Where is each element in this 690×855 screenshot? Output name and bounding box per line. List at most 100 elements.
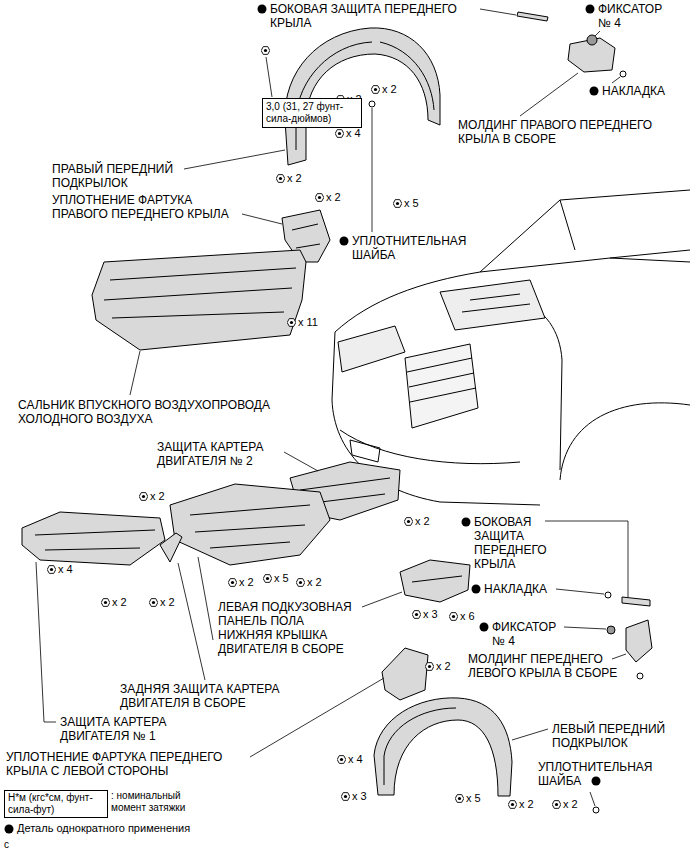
- seal-drawing: [104, 268, 296, 318]
- screw-symbol: [337, 756, 346, 764]
- screw-symbol: [449, 613, 458, 621]
- part-label: БОКОВАЯ ЗАЩИТА ПЕРЕДНЕГО КРЫЛА: [270, 2, 475, 30]
- seal-drawing: [382, 648, 428, 700]
- cover-drawing: [160, 533, 182, 562]
- single-use-dot: [586, 5, 595, 14]
- vehicle-outline: [332, 190, 690, 505]
- cover-drawing: [35, 530, 155, 550]
- screw-symbol: [371, 86, 380, 94]
- molding-drawing: [369, 101, 375, 107]
- vehicle-outline: [338, 326, 405, 372]
- leader-line: [612, 77, 620, 83]
- part-label: ПРАВЫЙ ПЕРЕДНИЙ ПОДКРЫЛОК: [52, 162, 192, 190]
- torque-spec-box: 3,0 (31, 27 фунт-сила-дюймов): [262, 98, 362, 128]
- quantity-label: x 2: [326, 191, 341, 204]
- torque-value: 3,0 (31, 27 фунт-сила-дюймов): [266, 101, 358, 125]
- fender-liner-drawing: [285, 28, 440, 165]
- part-label: МОЛДИНГ ПРАВОГО ПЕРЕДНЕГО КРЫЛА В СБОРЕ: [458, 118, 676, 146]
- cover-drawing: [170, 484, 330, 565]
- cover-drawing: [22, 512, 165, 565]
- leader-line: [198, 557, 213, 640]
- part-label: УПЛОТНИТЕЛЬНАЯ ШАЙБА: [538, 760, 668, 788]
- quantity-label: x 3: [352, 790, 367, 803]
- leader-line: [284, 452, 318, 471]
- molding-drawing: [369, 12, 626, 107]
- vehicle-outline: [335, 258, 690, 332]
- vehicle-outline: [440, 280, 545, 330]
- part-label: ЗАДНЯЯ ЗАЩИТА КАРТЕРА ДВИГАТЕЛЯ В СБОРЕ: [120, 682, 320, 710]
- leader-line: [564, 627, 606, 629]
- vehicle-outline: [340, 430, 520, 464]
- leader-line: [480, 9, 516, 15]
- part-label: УПЛОТНЕНИЕ ФАРТУКА ПЕРЕДНЕГО КРЫЛА С ЛЕВ…: [6, 750, 251, 778]
- leader-line: [130, 351, 140, 395]
- part-label: НИЖНЯЯ КРЫШКА ДВИГАТЕЛЯ В СБОРЕ: [218, 628, 368, 656]
- legend-entry: Деталь однократного применения: [4, 822, 190, 835]
- part-label: НАКЛАДКА: [602, 84, 665, 98]
- part-label: ЛЕВЫЙ ПЕРЕДНИЙ ПОДКРЫЛОК: [552, 722, 682, 750]
- seal-drawing: [292, 224, 320, 248]
- molding-drawing: [607, 626, 615, 634]
- part-label: НАКЛАДКА: [484, 582, 547, 596]
- quantity-label: x 5: [274, 572, 289, 585]
- legend-swatch: [4, 824, 14, 834]
- screw-symbol: [296, 579, 305, 587]
- molding-drawing: [622, 597, 650, 606]
- molding-drawing: [587, 35, 597, 45]
- leader-line: [545, 521, 628, 597]
- molding-drawing: [626, 620, 652, 662]
- screw-symbol: [101, 599, 110, 607]
- quantity-label: x 6: [460, 610, 475, 623]
- fender-liner-drawing: [374, 698, 599, 813]
- screw-symbol: [149, 599, 158, 607]
- screw-symbol: [425, 663, 434, 671]
- seal-drawing: [92, 250, 306, 350]
- torque-note: : номинальный момент затяжки: [108, 790, 211, 814]
- leader-line: [36, 562, 56, 722]
- leader-line: [362, 592, 402, 607]
- leader-line: [372, 108, 373, 232]
- part-label: УПЛОТНИТЕЛЬНАЯ ШАЙБА: [352, 234, 482, 262]
- vehicle-outline: [407, 358, 476, 402]
- leader-line: [520, 73, 578, 116]
- fender-liner-drawing: [593, 807, 599, 813]
- part-label: c: [4, 838, 9, 852]
- molding-drawing: [517, 12, 548, 21]
- quantity-label: x 2: [287, 172, 302, 185]
- vehicle-outline: [520, 300, 562, 470]
- part-label: ФИКСАТОР № 4: [492, 620, 568, 648]
- single-use-dot: [258, 5, 267, 14]
- molding-drawing: [605, 592, 611, 598]
- quantity-label: x 2: [519, 798, 534, 811]
- molding-drawing: [605, 592, 652, 679]
- leader-line: [595, 31, 600, 36]
- cover-drawing: [412, 576, 462, 582]
- quantity-label: x 2: [436, 660, 451, 673]
- quantity-label: x 11: [298, 316, 318, 329]
- screw-symbol: [228, 579, 237, 587]
- single-use-dot: [5, 824, 14, 833]
- part-label: ЗАЩИТА КАРТЕРА ДВИГАТЕЛЯ № 2: [157, 440, 282, 468]
- screw-symbol: [552, 801, 561, 809]
- part-label: САЛЬНИК ВПУСКНОГО ВОЗДУХОПРОВОДА ХОЛОДНО…: [18, 398, 308, 426]
- leader-line: [184, 150, 285, 169]
- single-use-dot: [592, 777, 601, 786]
- leader-line: [266, 57, 272, 97]
- quantity-label: x 2: [382, 83, 397, 96]
- seal-drawing: [92, 250, 306, 350]
- quantity-label: x 2: [112, 596, 127, 609]
- screw-symbol: [47, 566, 56, 574]
- cover-drawing: [190, 505, 310, 548]
- leader-line: [556, 589, 604, 594]
- leader-line: [178, 563, 205, 680]
- part-label: ФИКСАТОР № 4: [598, 2, 674, 30]
- screw-symbol: [508, 801, 517, 809]
- part-label: БОКОВАЯ ЗАЩИТА ПЕРЕДНЕГО КРЫЛА: [474, 515, 564, 571]
- leader-line: [590, 792, 595, 806]
- single-use-dot: [480, 623, 489, 632]
- leader-line: [512, 729, 548, 740]
- single-use-dot: [590, 87, 599, 96]
- quantity-label: x 2: [150, 490, 165, 503]
- quantity-label: x 2: [415, 515, 430, 528]
- quantity-label: x 2: [160, 596, 175, 609]
